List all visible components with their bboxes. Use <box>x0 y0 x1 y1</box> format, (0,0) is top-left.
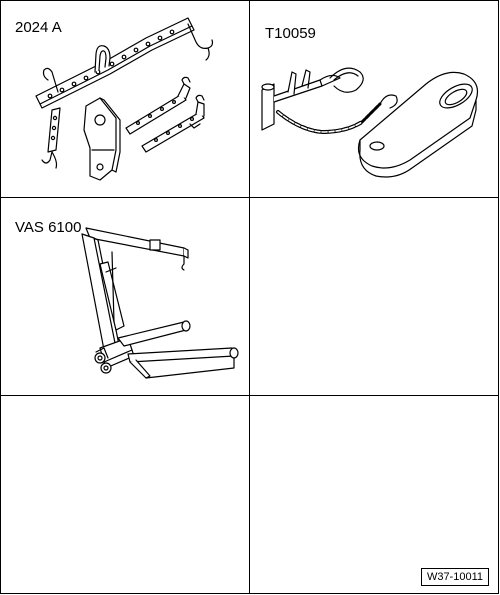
tackle-hook-left <box>42 152 52 163</box>
crane-leg-lower <box>128 348 234 362</box>
tackle-bracket-plate <box>84 98 116 180</box>
adapter-pin <box>262 84 274 130</box>
crane-hydraulic-ram <box>100 262 124 330</box>
tool-label-2024a: 2024 A <box>15 19 62 36</box>
cell-adapter: T10059 <box>250 0 499 198</box>
tackle-spindle-lower <box>142 112 204 152</box>
tool-label-t10059: T10059 <box>265 25 316 42</box>
adapter-pull-ring <box>330 68 363 92</box>
figure-reference: W37-10011 <box>420 568 489 586</box>
crane-hook <box>182 256 184 270</box>
crane-leg-upper <box>118 322 186 346</box>
tackle-hook-right <box>188 24 213 48</box>
cell-workshop-crane: VAS 6100 <box>0 198 250 396</box>
workshop-crane-illustration <box>0 198 250 396</box>
cell-empty-4 <box>250 198 499 396</box>
cell-empty-5 <box>0 396 250 594</box>
tackle-spindle-upper <box>126 94 186 134</box>
adapter-illustration <box>250 0 499 198</box>
tool-label-vas6100: VAS 6100 <box>15 219 82 236</box>
cell-lifting-tackle: 2024 A <box>0 0 250 198</box>
adapter-chain <box>278 104 380 132</box>
tackle-main-bar <box>36 18 192 104</box>
cell-empty-6: W37-10011 <box>250 396 499 594</box>
lifting-tackle-illustration <box>0 0 250 198</box>
